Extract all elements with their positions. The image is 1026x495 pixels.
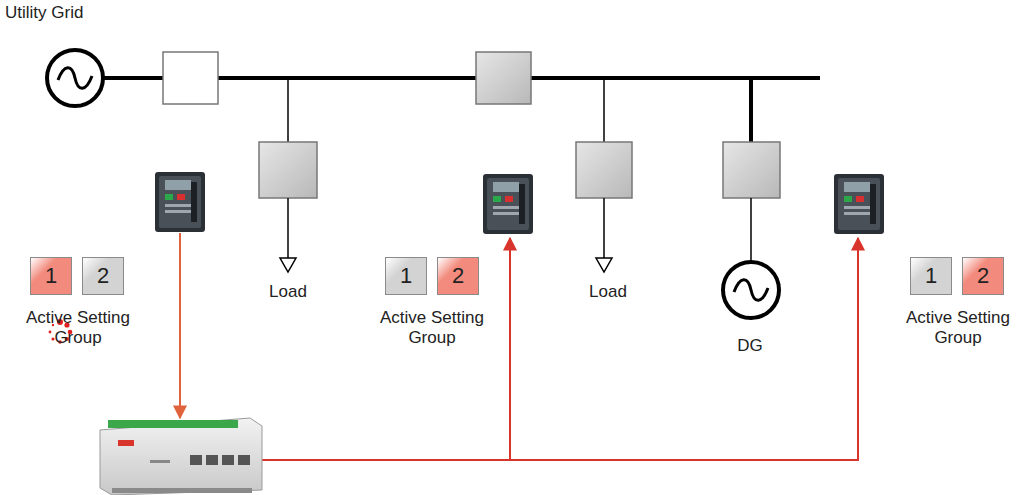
breaker-box — [259, 142, 317, 198]
setting-group-box: 1 — [385, 257, 427, 295]
breaker-box — [576, 142, 632, 198]
setting-group-box: 1 — [30, 257, 72, 295]
group-number: 2 — [452, 265, 464, 287]
generator-symbol — [723, 262, 779, 318]
group-number: 1 — [400, 265, 412, 287]
grid-source — [47, 50, 103, 106]
group-number: 2 — [97, 265, 109, 287]
breaker-box — [163, 52, 218, 104]
breaker-icon — [155, 172, 205, 232]
breaker-box — [476, 52, 531, 104]
group-caption: Active Setting Group — [378, 308, 486, 347]
signal-arrow — [262, 238, 858, 460]
load-label: Load — [269, 282, 307, 302]
setting-group-box: 2 — [82, 257, 124, 295]
group-number: 1 — [45, 265, 57, 287]
source-label: Utility Grid — [5, 3, 83, 23]
load-symbol — [596, 258, 612, 272]
setting-group-box: 2 — [437, 257, 479, 295]
load-label: Load — [589, 282, 627, 302]
group-caption: Active Setting Group — [24, 308, 132, 347]
load-symbol — [280, 258, 296, 272]
group-number: 2 — [977, 265, 989, 287]
generator-label: DG — [737, 336, 763, 356]
breaker-box — [723, 142, 780, 198]
setting-group-box: 1 — [910, 257, 952, 295]
breaker-icon — [483, 174, 533, 234]
breaker-icon — [834, 174, 884, 234]
group-caption: Active Setting Group — [904, 308, 1012, 347]
controller-device — [100, 418, 262, 495]
signal-arrow — [179, 233, 181, 418]
group-number: 1 — [925, 265, 937, 287]
setting-group-box: 2 — [962, 257, 1004, 295]
signal-arrow — [509, 238, 511, 460]
